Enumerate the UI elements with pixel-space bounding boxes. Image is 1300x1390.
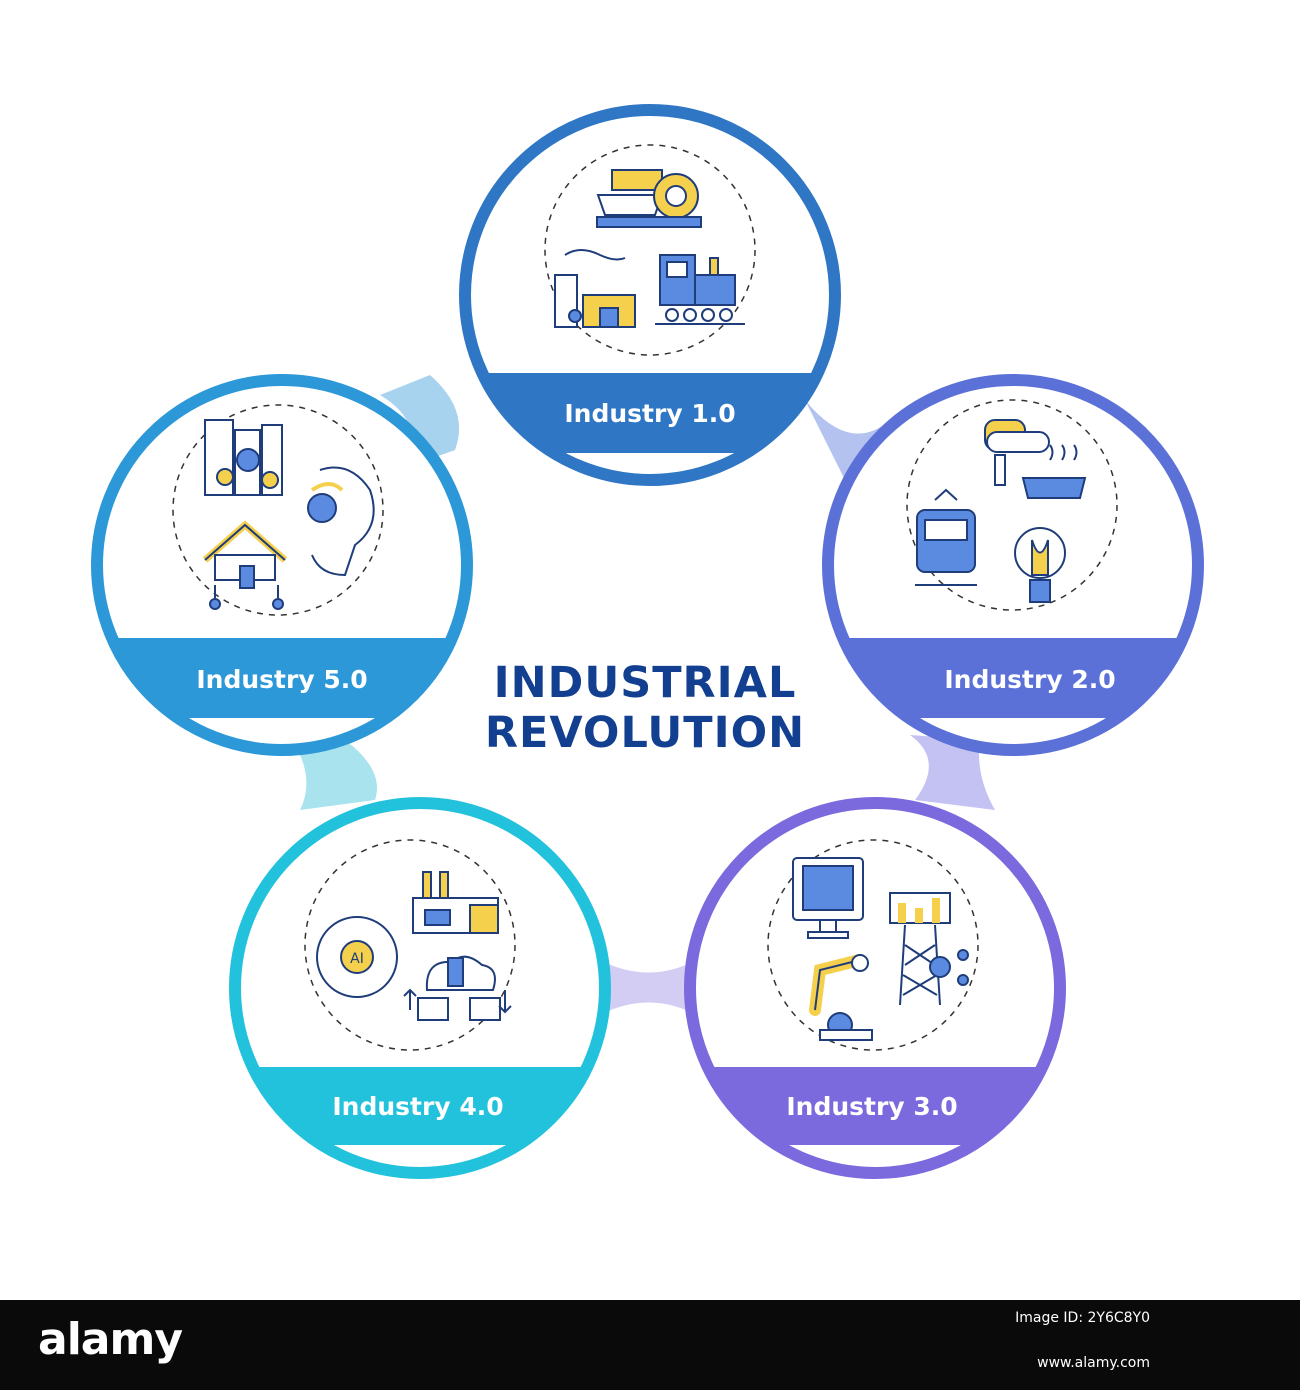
watermark-footer: alamy Image ID: 2Y6C8Y0 www.alamy.com — [0, 1300, 1300, 1390]
electric-train-icon — [915, 488, 977, 586]
ai-brain-icon: AI — [316, 916, 398, 998]
title-line-2: REVOLUTION — [485, 708, 805, 758]
ore-crusher-icon — [984, 419, 1050, 486]
stage-label: Industry 2.0 — [944, 665, 1115, 694]
light-bulb-icon — [1014, 527, 1066, 603]
stage-industry-2: Industry 2.0 — [822, 374, 1204, 756]
connector-4-5 — [295, 740, 377, 810]
stage-label: Industry 5.0 — [196, 665, 367, 694]
stage-ring — [822, 374, 1204, 756]
connector-5-1 — [380, 375, 460, 470]
title-line-1: INDUSTRIAL — [494, 658, 797, 708]
stage-ring — [459, 104, 841, 486]
telecom-tower-icon — [889, 892, 969, 1006]
smart-home-icon — [202, 520, 288, 610]
stage-industry-3: Industry 3.0 — [684, 797, 1066, 1179]
stage-ring — [91, 374, 473, 756]
robotic-arm-icon — [809, 954, 873, 1041]
image-id: Image ID: 2Y6C8Y0 — [1015, 1310, 1150, 1326]
molten-metal-icon — [1021, 444, 1087, 499]
smart-city-icon — [204, 419, 283, 496]
stage-label: Industry 1.0 — [564, 399, 735, 428]
connector-3-4 — [590, 955, 705, 1020]
cloud-data-icon — [403, 955, 512, 1021]
brand-logo: alamy — [38, 1314, 183, 1365]
industrial-revolution-diagram: Industry 1.0 — [91, 104, 1204, 1179]
stage-ring — [229, 797, 611, 1179]
steam-locomotive-icon — [655, 254, 745, 325]
connector-2-3 — [910, 735, 995, 810]
computer-monitor-icon — [792, 857, 864, 939]
stage-industry-5: Industry 5.0 — [91, 374, 473, 756]
stage-ring — [684, 797, 1066, 1179]
center-title: INDUSTRIAL REVOLUTION — [485, 658, 805, 758]
stage-industry-1: Industry 1.0 — [459, 104, 841, 486]
coal-factory-icon — [554, 249, 636, 328]
site-url: www.alamy.com — [1037, 1355, 1150, 1371]
stage-industry-4: Industry 4.0 AI — [229, 797, 611, 1179]
stage-label: Industry 3.0 — [786, 1092, 957, 1121]
stage-label: Industry 4.0 — [332, 1092, 503, 1121]
svg-text:AI: AI — [350, 951, 364, 967]
humanoid-robot-icon — [307, 466, 375, 577]
smart-factory-icon — [412, 871, 499, 934]
steamboat-waterwheel-icon — [596, 169, 702, 228]
